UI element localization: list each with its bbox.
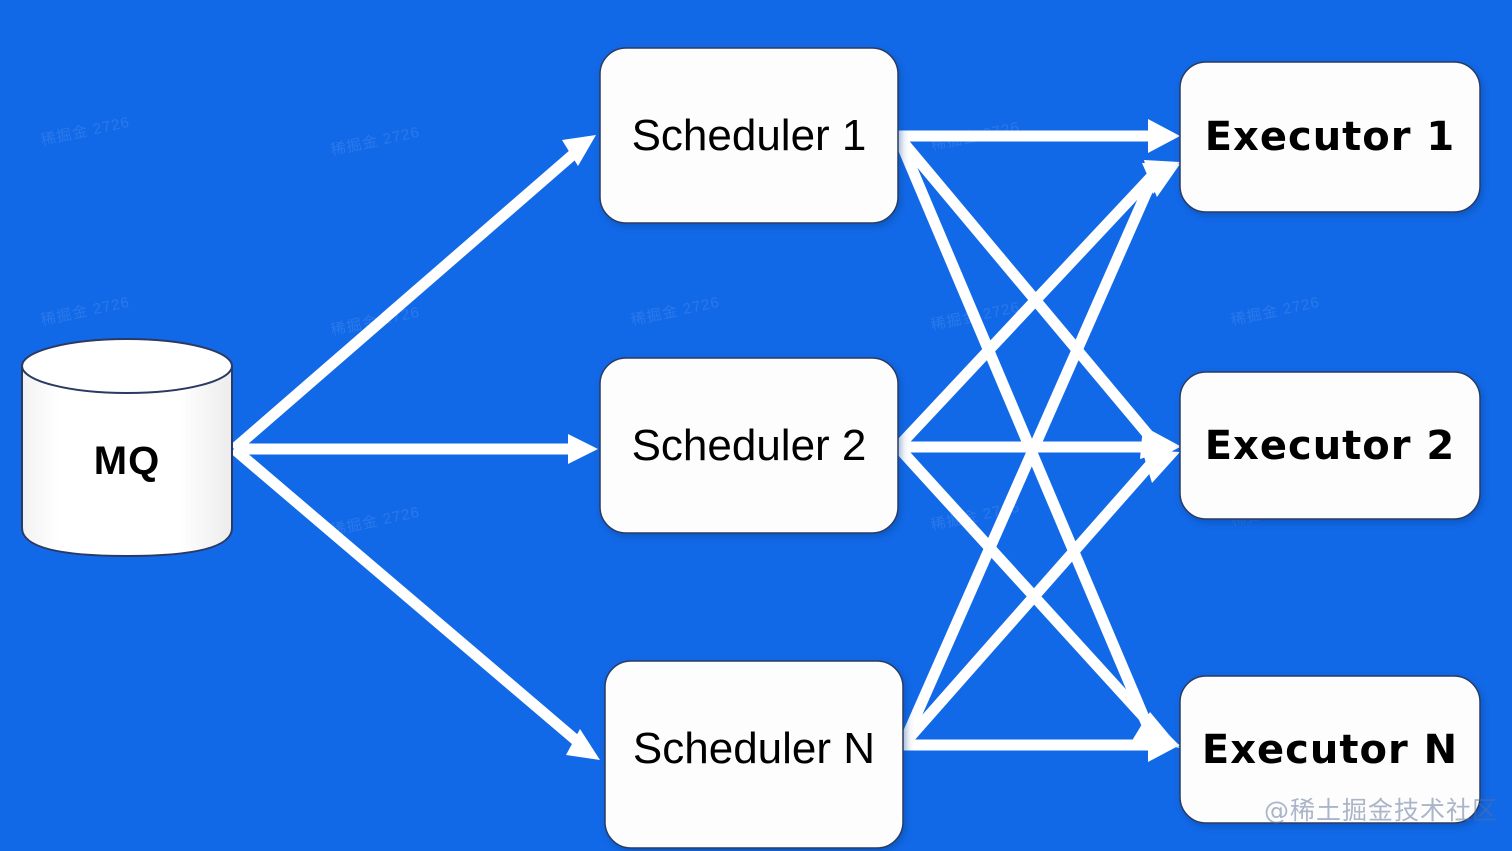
edge-mq-to-scheduler-n — [230, 444, 600, 760]
edge-mq-to-scheduler-1 — [230, 135, 596, 454]
node-executor-1[interactable] — [1179, 61, 1481, 213]
node-scheduler-n[interactable] — [604, 660, 904, 849]
edge-scheduler-1-to-executor-1 — [898, 119, 1180, 153]
node-mq[interactable] — [21, 338, 233, 558]
edge-layer — [230, 119, 1180, 762]
node-scheduler-1[interactable] — [599, 47, 899, 224]
edge-scheduler-n-to-executor-1 — [897, 163, 1180, 748]
edge-scheduler-n-to-executor-2 — [898, 450, 1180, 749]
node-executor-n[interactable] — [1179, 675, 1481, 824]
edge-mq-to-scheduler-2 — [234, 434, 598, 464]
node-scheduler-2[interactable] — [599, 357, 899, 534]
node-executor-2[interactable] — [1179, 371, 1481, 520]
edge-scheduler-n-to-executor-n — [903, 728, 1180, 762]
